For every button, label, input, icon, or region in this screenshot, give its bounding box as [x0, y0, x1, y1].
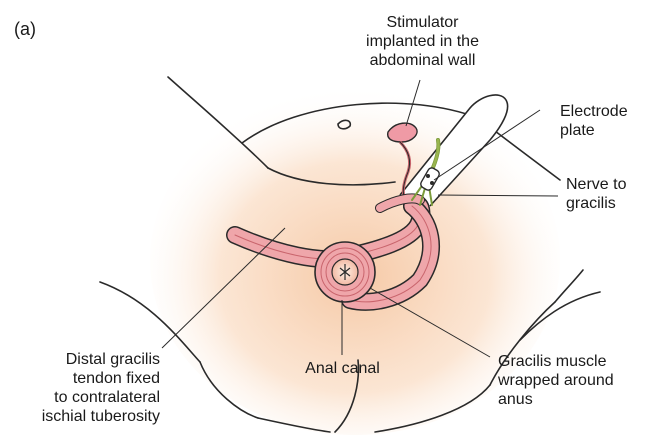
anal-canal-label: Anal canal — [285, 359, 400, 378]
nerve-label: Nerve to gracilis — [566, 175, 656, 213]
distal-tendon-label: Distal gracilis tendon fixed to contrala… — [10, 350, 160, 426]
panel-label: (a) — [14, 20, 36, 39]
stimulator-label: Stimulator implanted in the abdominal wa… — [345, 13, 500, 70]
anal-ring — [315, 242, 375, 302]
electrode-label: Electrode plate — [560, 102, 650, 140]
gracilis-muscle-label: Gracilis muscle wrapped around anus — [498, 352, 658, 409]
